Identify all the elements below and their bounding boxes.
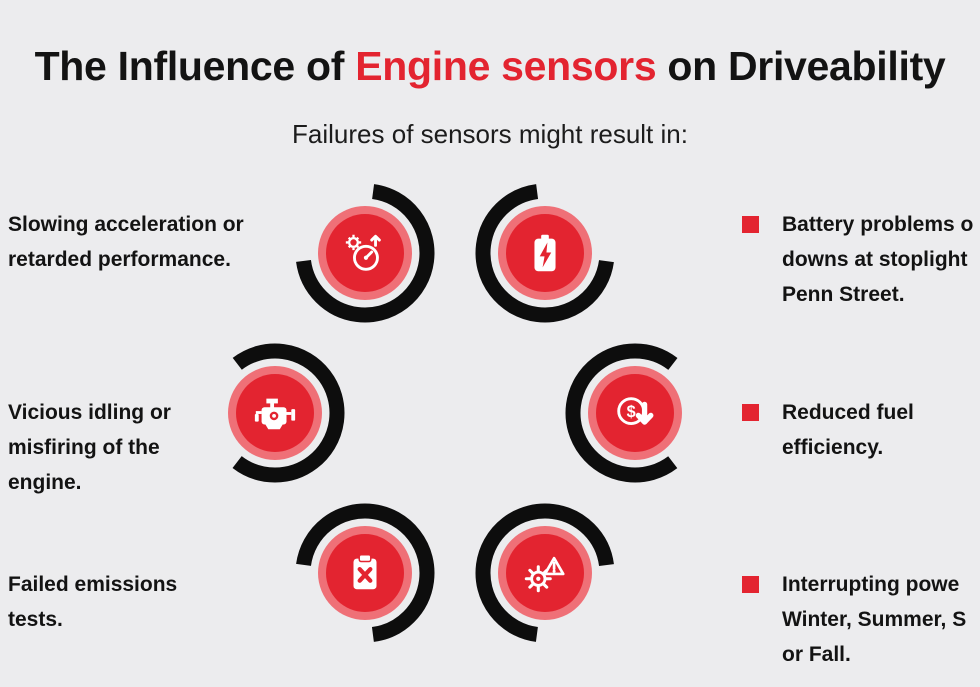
badge-emissions — [285, 493, 445, 653]
page-title: The Influence of Engine sensors on Drive… — [35, 40, 946, 92]
list-item-battery-problems: Battery problems o downs at stoplight Pe… — [742, 207, 973, 312]
list-item-interrupting-power: Interrupting powe Winter, Summer, S or F… — [742, 567, 966, 672]
red-square-bullet — [742, 404, 759, 421]
label-reduced-fuel: Reduced fuel efficiency. — [782, 401, 914, 459]
title-highlight: Engine sensors — [355, 43, 657, 89]
badge-engine — [195, 333, 355, 493]
label-slowing-acceleration: Slowing acceleration or retarded perform… — [8, 213, 244, 271]
list-item-reduced-fuel: Reduced fuel efficiency. — [742, 395, 914, 465]
gear-warning-icon — [524, 556, 565, 593]
arc-ring — [565, 343, 705, 483]
badge-fuel-cost: $ — [555, 333, 715, 493]
title-suffix: on Driveability — [656, 43, 946, 89]
red-square-bullet — [742, 216, 759, 233]
svg-text:$: $ — [627, 403, 636, 421]
battery-bolt-icon — [534, 234, 556, 272]
label-failed-emissions: Failed emissions tests. — [8, 573, 178, 631]
clipboard-x-icon — [353, 554, 377, 590]
subtitle: Failures of sensors might result in: — [292, 119, 688, 149]
arc-ring — [295, 183, 435, 323]
red-square-bullet — [742, 576, 759, 593]
badge-power-interruption — [465, 493, 625, 653]
title-prefix: The Influence of — [34, 43, 356, 89]
dollar-decrease-icon: $ — [617, 397, 654, 425]
label-vicious-idling: Vicious idling or misfiring of the engin… — [8, 401, 171, 494]
badge-acceleration — [285, 173, 445, 333]
label-interrupting-power: Interrupting powe Winter, Summer, S or F… — [782, 573, 967, 666]
engine-icon — [254, 398, 296, 430]
badge-battery — [465, 173, 625, 333]
speedometer-gear-icon — [345, 234, 381, 271]
label-battery-problems: Battery problems o downs at stoplight Pe… — [782, 213, 974, 306]
